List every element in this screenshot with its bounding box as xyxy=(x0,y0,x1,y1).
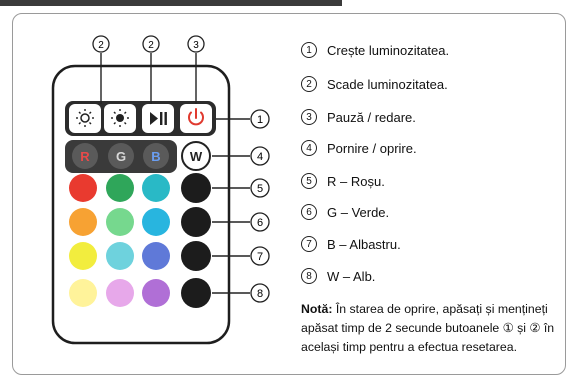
red-label: R xyxy=(80,149,90,164)
sun-filled-icon xyxy=(116,114,124,122)
callout-side: 6 xyxy=(250,212,270,232)
note-label: Notă: xyxy=(301,302,333,316)
legend-text: B – Albastru. xyxy=(327,236,401,252)
callout-number: 8 xyxy=(257,288,263,300)
side-function-button[interactable] xyxy=(181,173,211,203)
red-button[interactable]: R xyxy=(72,143,98,169)
legend-number: 2 xyxy=(301,76,317,92)
callout-top-2a: 2 xyxy=(92,35,110,53)
legend-number: 5 xyxy=(301,173,317,189)
legend-number: 1 xyxy=(301,42,317,58)
svg-text:2: 2 xyxy=(148,40,154,51)
green-label: G xyxy=(116,149,126,164)
legend-text: W – Alb. xyxy=(327,268,376,284)
color-button[interactable] xyxy=(106,208,134,236)
callout-top-2b: 2 xyxy=(142,35,160,53)
legend-text: Crește luminozitatea. xyxy=(327,42,450,58)
legend-number: 7 xyxy=(301,236,317,252)
blue-label: B xyxy=(151,149,160,164)
white-label: W xyxy=(190,149,203,164)
color-button[interactable] xyxy=(106,279,134,307)
color-button[interactable] xyxy=(142,279,170,307)
legend-number: 4 xyxy=(301,140,317,156)
play-pause-button[interactable] xyxy=(142,104,174,133)
callout-number: 6 xyxy=(257,217,263,229)
side-button-column xyxy=(181,173,211,308)
legend-text: Pauză / redare. xyxy=(327,109,416,125)
control-panel xyxy=(65,101,216,136)
blue-button[interactable]: B xyxy=(143,143,169,169)
sun-icon xyxy=(80,113,90,123)
legend-text: Pornire / oprire. xyxy=(327,140,417,156)
top-rule xyxy=(0,0,342,6)
color-button-grid xyxy=(69,174,170,307)
side-function-button[interactable] xyxy=(181,241,211,271)
power-icon xyxy=(188,108,204,126)
legend-number: 8 xyxy=(301,268,317,284)
callout-top-3: 3 xyxy=(187,35,205,53)
color-button[interactable] xyxy=(69,208,97,236)
color-button[interactable] xyxy=(69,174,97,202)
color-button[interactable] xyxy=(142,208,170,236)
side-function-button[interactable] xyxy=(181,278,211,308)
white-button[interactable]: W xyxy=(181,141,211,171)
legend-item-5: 5 R – Roșu. xyxy=(301,169,385,193)
legend-item-3: 3 Pauză / redare. xyxy=(301,105,416,129)
legend-item-6: 6 G – Verde. xyxy=(301,200,389,224)
color-button[interactable] xyxy=(106,174,134,202)
note-text: În starea de oprire, apăsați și mențineț… xyxy=(301,302,555,354)
legend-item-7: 7 B – Albastru. xyxy=(301,232,401,256)
color-button[interactable] xyxy=(142,242,170,270)
side-callout-lines xyxy=(212,118,250,294)
legend-item-8: 8 W – Alb. xyxy=(301,264,375,288)
reset-note: Notă: În starea de oprire, apăsați și me… xyxy=(301,300,567,357)
top-callout-lines xyxy=(100,53,197,104)
legend-item-2: 2 Scade luminozitatea. xyxy=(301,72,448,96)
legend-text: G – Verde. xyxy=(327,204,390,220)
side-function-button[interactable] xyxy=(181,207,211,237)
legend-item-1: 1 Crește luminozitatea. xyxy=(301,38,449,62)
figure-frame xyxy=(12,13,566,375)
callout-side: 4 xyxy=(250,146,270,166)
legend-number: 6 xyxy=(301,204,317,220)
color-button[interactable] xyxy=(69,279,97,307)
color-button[interactable] xyxy=(69,242,97,270)
legend-text: R – Roșu. xyxy=(327,173,385,189)
side-callouts: 1 4 5 6 7 8 xyxy=(250,109,270,303)
power-button[interactable] xyxy=(180,104,212,133)
legend-item-4: 4 Pornire / oprire. xyxy=(301,136,417,160)
green-button[interactable]: G xyxy=(108,143,134,169)
play-pause-icon xyxy=(150,112,167,125)
callout-number: 4 xyxy=(257,151,263,163)
callout-side: 1 xyxy=(250,109,270,129)
callout-number: 1 xyxy=(257,114,263,126)
brightness-down-button[interactable] xyxy=(104,104,136,133)
callout-side: 7 xyxy=(250,246,270,266)
color-button[interactable] xyxy=(142,174,170,202)
color-button[interactable] xyxy=(106,242,134,270)
callout-side: 5 xyxy=(250,178,270,198)
legend-text: Scade luminozitatea. xyxy=(327,76,448,92)
callout-number: 7 xyxy=(257,251,263,263)
callout-side: 8 xyxy=(250,283,270,303)
legend-number: 3 xyxy=(301,109,317,125)
brightness-up-button[interactable] xyxy=(69,104,101,133)
svg-text:3: 3 xyxy=(193,40,199,51)
svg-text:2: 2 xyxy=(98,40,104,51)
callout-number: 5 xyxy=(257,183,263,195)
